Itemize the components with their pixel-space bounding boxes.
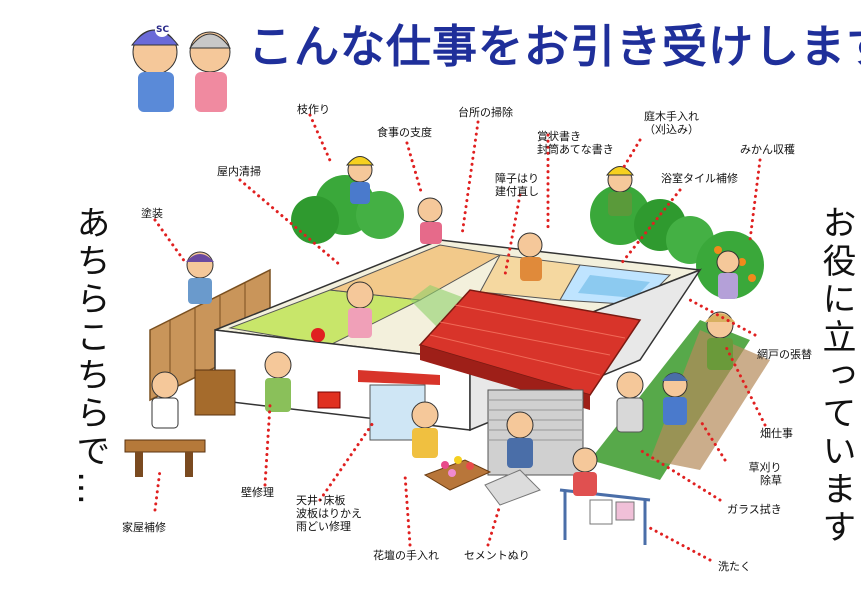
label-amido: 網戸の張替 [757,348,812,361]
label-teiboku: 庭木手入れ （刈込み） [644,110,699,136]
worker-carpentry [151,371,179,429]
label-edazukuri: 枝作り [297,103,330,116]
worker-vacuuming [311,281,374,342]
label-teiboku-line1: 庭木手入れ [644,110,699,123]
label-shoji-line2: 建付直し [495,185,539,198]
label-kusakari-line2: 除草 [760,474,782,487]
label-yokushitsu: 浴室タイル補修 [661,172,738,185]
label-mikan: みかん収穫 [740,143,795,156]
label-kabe: 壁修理 [241,486,274,499]
worker-cooking [417,197,443,244]
label-kusakari: 草刈り 除草 [748,461,783,487]
label-shojo: 賞状書き 封筒あてな書き [537,130,614,156]
worker-painting [186,251,214,304]
label-tenjo-line1: 天井･床板 [296,494,346,507]
workers [151,156,740,496]
label-shoji-line1: 障子はり [495,172,539,185]
worker-laundry [572,447,598,496]
label-tenjo-line3: 雨どい修理 [296,520,351,533]
toolbox [124,369,236,477]
mascot-couple [130,23,231,112]
right-vertical-caption: お役に立っています [816,205,856,547]
label-tenjo: 天井･床板 波板はりかえ 雨どい修理 [296,494,362,533]
label-shojo-line1: 賞状書き [537,130,581,143]
label-garasu: ガラス拭き [727,503,782,516]
porch-and-garage [317,370,584,476]
page-title: こんな仕事をお引き受けします [248,20,861,73]
label-sentaku: 洗たく [718,560,751,573]
leader-lines [153,113,767,562]
label-tenjo-line2: 波板はりかえ [296,507,362,520]
worker-window [616,371,644,433]
label-shoji: 障子はり 建付直し [495,172,539,198]
label-daidokoro: 台所の掃除 [458,106,513,119]
flower-bed [423,456,492,491]
label-kadan: 花壇の手入れ [373,549,439,562]
worker-gardening [605,166,635,216]
worker-wall-repair [264,351,292,412]
label-cement: セメントぬり [464,549,530,562]
left-vertical-caption: あちらこちらで… [70,205,110,509]
label-kusakari-line1: 草刈り [748,461,782,474]
worker-flowers [411,401,439,458]
label-okunai: 屋内清掃 [217,165,261,178]
label-tosou: 塗装 [141,207,163,220]
worker-writing [517,232,543,281]
label-kaoku: 家屋補修 [122,521,166,534]
worker-cement [506,411,534,468]
laundry-rack [559,488,651,545]
worker-pruning [345,156,375,204]
worker-harvest [716,250,740,299]
label-shokuji: 食事の支度 [377,126,432,139]
cap-badge-text: SC [156,25,170,35]
worker-mowing [662,372,688,425]
label-hatake: 畑仕事 [760,427,793,440]
worker-screen-door [705,311,735,370]
label-teiboku-line2: （刈込み） [644,123,699,136]
label-shojo-line2: 封筒あてな書き [537,143,614,156]
